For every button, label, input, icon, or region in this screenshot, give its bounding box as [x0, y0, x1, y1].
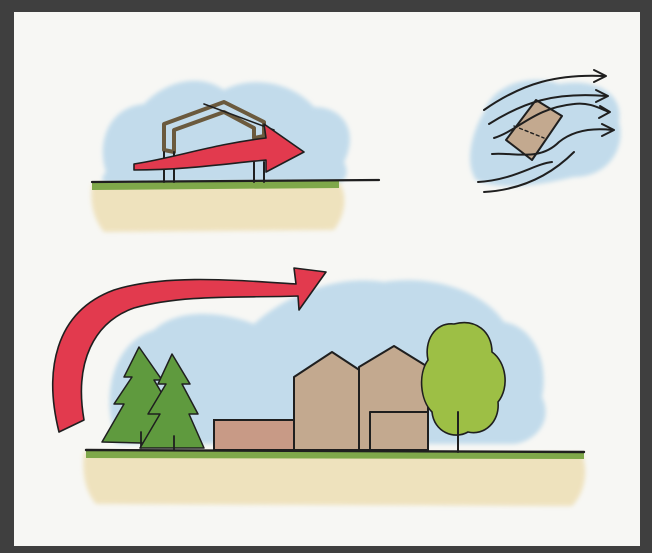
panel-site-section: [53, 268, 585, 506]
watercolor-sketch: [14, 12, 640, 546]
ground-wash-bottom: [83, 452, 585, 506]
sketch-paper: [14, 12, 640, 546]
panel-raised-cabin: [91, 81, 379, 232]
panel-wind-plan: [470, 70, 620, 192]
low-building: [214, 420, 302, 450]
house-wing: [370, 412, 428, 450]
